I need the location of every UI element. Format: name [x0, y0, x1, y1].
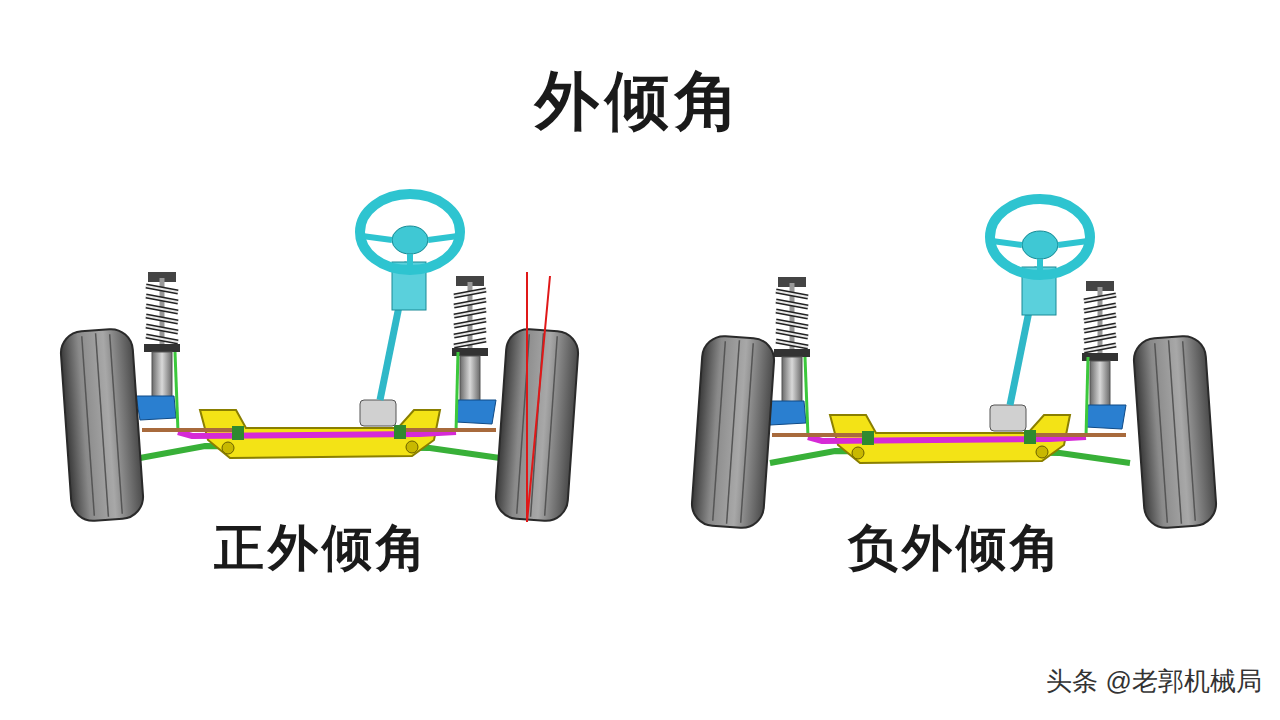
- left-wheel: [59, 328, 144, 523]
- left-wheel: [690, 335, 775, 530]
- right-wheel: [1132, 335, 1217, 530]
- diagram-title: 外倾角: [535, 58, 745, 145]
- positive-camber-assembly: [136, 194, 500, 458]
- camber-label: 负外倾角: [848, 515, 1064, 582]
- negative-camber-assembly: [766, 199, 1130, 463]
- camber-line: [527, 276, 550, 522]
- watermark: 头条 @老郭机械局: [1046, 664, 1262, 699]
- camber-label: 正外倾角: [214, 515, 430, 582]
- vertical-reference-line: [526, 272, 528, 522]
